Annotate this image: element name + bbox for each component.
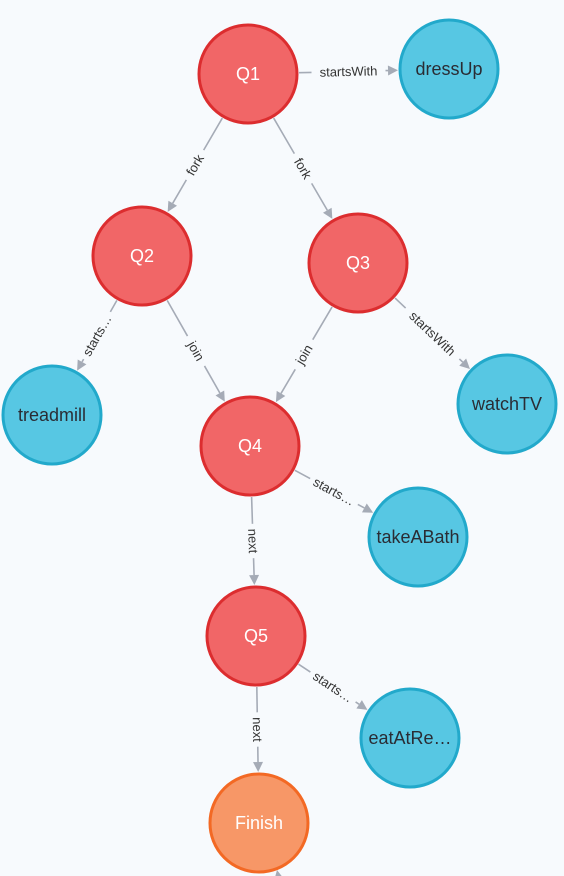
node-circle xyxy=(205,585,307,687)
edge-line xyxy=(294,469,311,480)
node-takeABath[interactable]: takeABath xyxy=(367,486,469,588)
node-circle xyxy=(307,212,409,314)
node-circle xyxy=(199,395,301,497)
edge-arrowhead xyxy=(322,207,333,219)
edge-arrowhead xyxy=(215,390,225,402)
edges-layer: startsWith fork fork starts… join join startsW… xyxy=(77,63,470,773)
edge-Q5-eatAtRe[interactable]: starts… xyxy=(298,663,368,710)
edge-line xyxy=(109,299,118,313)
edge-arrowhead xyxy=(77,359,87,371)
edge-label: starts… xyxy=(310,668,356,705)
edge-line xyxy=(355,701,360,705)
node-circle xyxy=(197,23,299,125)
edge-line xyxy=(166,299,189,337)
edge-line xyxy=(202,117,224,151)
edge-label: join xyxy=(184,338,208,364)
edge-arrowhead xyxy=(361,503,374,513)
edge-label: next xyxy=(250,717,265,742)
edge-arrowhead xyxy=(275,870,282,876)
node-label: Q1 xyxy=(236,64,260,84)
node-label: Q3 xyxy=(346,253,370,273)
edge-line xyxy=(458,358,464,363)
edge-Q5-Finish[interactable]: next xyxy=(250,686,265,773)
edge-Q3-watchTV[interactable]: startsWith xyxy=(394,297,470,369)
edge-Q2-treadmill[interactable]: starts… xyxy=(77,299,118,371)
edge-line xyxy=(81,358,85,363)
edge-Q1-Q3[interactable]: fork xyxy=(272,117,333,219)
edge-Q1-dressUp[interactable]: startsWith xyxy=(298,63,399,80)
edge-label: join xyxy=(292,342,316,368)
node-circle xyxy=(398,18,500,120)
node-Finish[interactable]: Finish xyxy=(208,772,310,874)
edge-line xyxy=(250,496,254,524)
edge-arrowhead xyxy=(459,358,470,369)
edge-line xyxy=(298,663,311,673)
edge-label: fork xyxy=(183,151,207,178)
edge-line xyxy=(312,306,333,341)
offscreen-edge-layer xyxy=(275,870,282,876)
edge-label: starts… xyxy=(79,312,114,358)
edge-line xyxy=(394,297,407,309)
edge-line xyxy=(280,368,296,394)
node-Q3[interactable]: Q3 xyxy=(307,212,409,314)
edge-label: fork xyxy=(291,155,315,182)
node-label: treadmill xyxy=(18,405,86,425)
edge-line xyxy=(203,365,221,394)
edge-line xyxy=(272,117,296,155)
node-dressUp[interactable]: dressUp xyxy=(398,18,500,120)
node-circle xyxy=(359,687,461,789)
node-label: dressUp xyxy=(415,59,482,79)
edge-Q1-Q2[interactable]: fork xyxy=(167,117,224,212)
edge-label: startsWith xyxy=(406,308,458,359)
node-label: Q2 xyxy=(130,246,154,266)
node-Q2[interactable]: Q2 xyxy=(91,205,193,307)
node-treadmill[interactable]: treadmill xyxy=(1,364,103,466)
node-label: eatAtRe… xyxy=(368,728,451,748)
edge-arrowhead xyxy=(356,700,368,710)
node-circle xyxy=(456,353,558,455)
edge-arrowhead xyxy=(167,200,178,212)
edge-arrowhead xyxy=(253,761,264,773)
edge-label: starts… xyxy=(311,474,358,509)
node-circle xyxy=(367,486,469,588)
node-label: Q4 xyxy=(238,436,262,456)
edge-arrowhead xyxy=(249,574,260,586)
edge-line xyxy=(310,182,329,211)
edge-Q4-takeABath[interactable]: starts… xyxy=(294,469,374,513)
edge-Q2-Q4[interactable]: join xyxy=(166,299,225,402)
node-circle xyxy=(1,364,103,466)
edge-arrowhead xyxy=(387,65,399,76)
edge-Q3-Q4[interactable]: join xyxy=(275,306,333,403)
node-watchTV[interactable]: watchTV xyxy=(456,353,558,455)
node-circle xyxy=(91,205,193,307)
edge-label: next xyxy=(245,528,261,553)
node-label: watchTV xyxy=(471,394,542,414)
edge-line xyxy=(357,503,365,509)
node-Q5[interactable]: Q5 xyxy=(205,585,307,687)
node-label: Finish xyxy=(235,813,283,833)
node-eatAtRe[interactable]: eatAtRe… xyxy=(359,687,461,789)
edge-Q4-Q5[interactable]: next xyxy=(245,496,261,586)
edge-label: startsWith xyxy=(319,63,377,79)
node-circle xyxy=(208,772,310,874)
edge-line xyxy=(252,558,255,576)
node-Q4[interactable]: Q4 xyxy=(199,395,301,497)
edge-line xyxy=(172,179,188,204)
node-Q1[interactable]: Q1 xyxy=(197,23,299,125)
node-label: takeABath xyxy=(376,527,459,547)
node-label: Q5 xyxy=(244,626,268,646)
edge-arrowhead xyxy=(275,390,286,403)
